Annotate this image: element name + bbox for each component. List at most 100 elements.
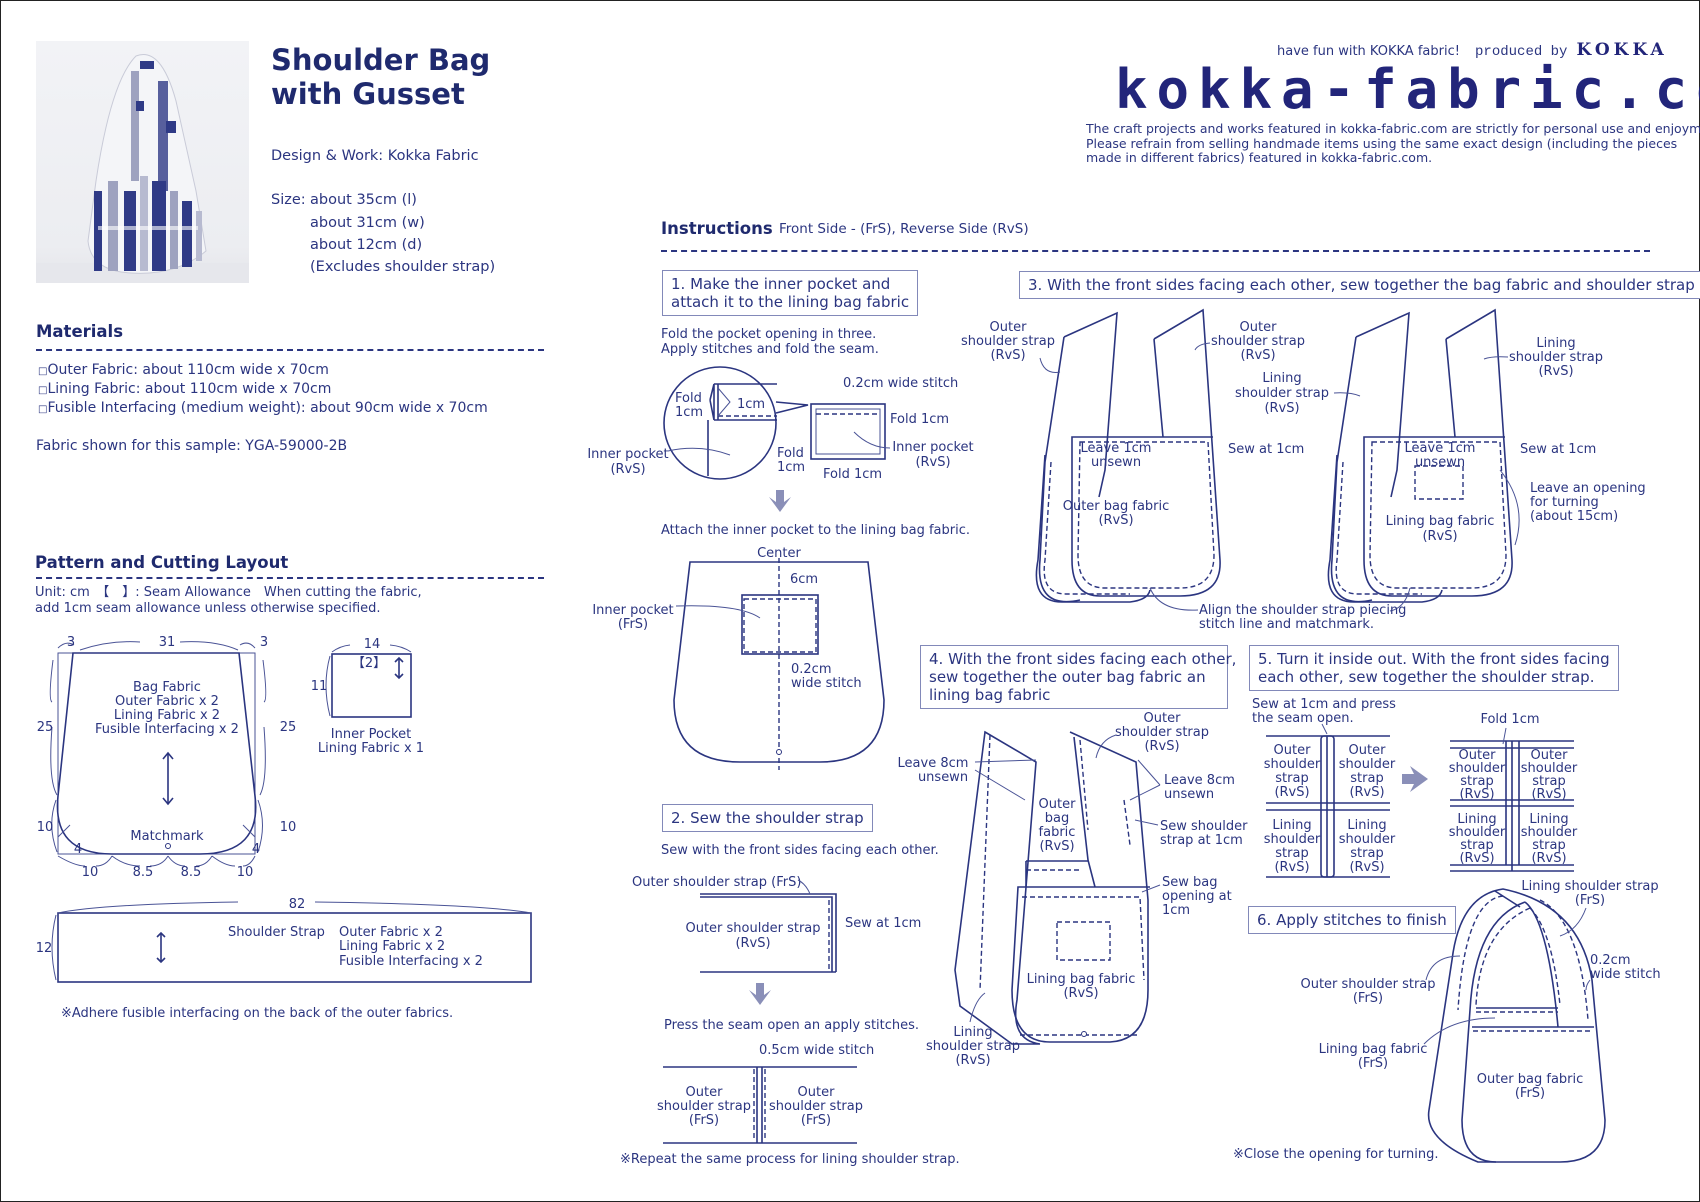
instructions-heading: Instructions	[661, 219, 773, 238]
pocket-label: Inner Pocket	[331, 727, 411, 742]
svg-text:Outer shoulder strap (FrS): Outer shoulder strap (FrS)	[632, 875, 801, 890]
pattern-divider	[36, 577, 544, 579]
instructions-legend: Front Side - (FrS), Reverse Side (RvS)	[779, 221, 1029, 237]
step3-lining-labels: Lining shoulder strap (RvS) Lining shoul…	[1235, 336, 1646, 546]
svg-text:(FrS): (FrS)	[1575, 893, 1605, 908]
strap-label: Fusible Interfacing x 2	[339, 954, 483, 969]
svg-text:Outer: Outer	[1459, 748, 1497, 763]
svg-text:Leave 8cm: Leave 8cm	[1164, 773, 1235, 788]
svg-text:shoulder: shoulder	[1339, 832, 1396, 847]
step1-note: Fold the pocket opening in three. Apply …	[661, 327, 879, 357]
strap-name: Shoulder Strap	[228, 925, 325, 940]
svg-text:Outer: Outer	[1240, 320, 1278, 335]
svg-text:shoulder: shoulder	[1264, 832, 1321, 847]
bag-piece-label: Outer Fabric x 2	[115, 694, 219, 709]
svg-text:Outer: Outer	[798, 1085, 836, 1100]
svg-text:strap: strap	[1350, 771, 1383, 786]
svg-text:(RvS): (RvS)	[1063, 986, 1098, 1001]
svg-text:Fold 1cm: Fold 1cm	[1480, 712, 1539, 727]
material-item: □Outer Fabric: about 110cm wide x 70cm	[38, 362, 329, 378]
size-label: Size:	[271, 192, 306, 208]
matchmark-dot	[165, 843, 171, 849]
svg-text:Sew at 1cm: Sew at 1cm	[1520, 442, 1596, 457]
step6-footnote: ※Close the opening for turning.	[1233, 1147, 1439, 1162]
svg-text:Outer: Outer	[1531, 748, 1569, 763]
step4-labels: Leave 8cm unsewn Outer shoulder strap (R…	[898, 711, 1249, 1068]
svg-text:(RvS): (RvS)	[955, 1053, 990, 1068]
pocket-height: 11	[311, 679, 328, 694]
dim-curve-left: 10	[37, 820, 54, 835]
matchmark-label: Matchmark	[130, 829, 204, 844]
svg-text:(RvS): (RvS)	[1422, 529, 1457, 544]
svg-text:shoulder strap: shoulder strap	[657, 1099, 751, 1114]
svg-text:(RvS): (RvS)	[1349, 860, 1384, 875]
svg-text:Outer: Outer	[990, 320, 1028, 335]
step1-title-line2: attach it to the lining bag fabric	[671, 293, 910, 311]
step2-sew-diagram: Outer shoulder strap (FrS) Outer shoulde…	[632, 875, 921, 973]
svg-text:(FrS): (FrS)	[801, 1113, 831, 1128]
strap-length: 82	[289, 897, 306, 912]
align-note: Align the shoulder strap piecing	[1199, 603, 1406, 618]
step3-outer-labels: Outer shoulder strap (RvS) Outer shoulde…	[961, 320, 1305, 528]
step2-title-box: 2. Sew the shoulder strap	[662, 804, 873, 832]
svg-text:unsewn: unsewn	[918, 770, 968, 785]
step6-labels: Lining shoulder strap (FrS) 0.2cm wide s…	[1300, 879, 1660, 1101]
svg-text:(FrS): (FrS)	[1353, 991, 1383, 1006]
dim-bottom-3: 8.5	[181, 865, 202, 880]
svg-text:for turning: for turning	[1530, 495, 1599, 510]
step6-title: 6. Apply stitches to finish	[1257, 911, 1447, 929]
svg-text:shoulder strap: shoulder strap	[1235, 386, 1329, 401]
svg-text:Inner pocket: Inner pocket	[892, 440, 973, 455]
svg-text:(RvS): (RvS)	[915, 455, 950, 470]
dim-top-left: 3	[67, 635, 75, 650]
bag-outline	[56, 652, 257, 855]
svg-text:Outer: Outer	[1349, 743, 1387, 758]
svg-text:Outer: Outer	[1039, 797, 1077, 812]
site-logo[interactable]: kokka-fabric.com	[1115, 58, 1700, 121]
svg-text:Lining: Lining	[1272, 818, 1311, 833]
strap-label: Outer Fabric x 2	[339, 925, 443, 940]
svg-text:Lining shoulder strap: Lining shoulder strap	[1521, 879, 1658, 894]
svg-text:(RvS): (RvS)	[990, 348, 1025, 363]
svg-text:wide stitch: wide stitch	[791, 676, 862, 691]
dim-top-right: 3	[260, 635, 268, 650]
svg-text:6cm: 6cm	[790, 572, 818, 587]
step2-press-note: Press the seam open an apply stitches.	[664, 1018, 920, 1033]
svg-text:strap: strap	[1350, 846, 1383, 861]
svg-text:Outer bag fabric: Outer bag fabric	[1063, 499, 1170, 514]
svg-text:(RvS): (RvS)	[1264, 401, 1299, 416]
svg-text:Outer: Outer	[1144, 711, 1182, 726]
bag-photo	[36, 41, 249, 283]
produced-by: produced by	[1475, 44, 1568, 60]
kokka-brand-name: KOKKA	[1576, 40, 1668, 60]
right-arrow-icon	[1402, 766, 1428, 792]
disclaimer-line3: made in different fabrics) featured in k…	[1086, 150, 1433, 165]
svg-text:fabric: fabric	[1039, 825, 1076, 840]
step3-outer-diagram: Outer shoulder strap (RvS) Outer shoulde…	[961, 308, 1305, 603]
svg-text:(RvS): (RvS)	[1459, 851, 1494, 866]
svg-text:(RvS): (RvS)	[1531, 787, 1566, 802]
svg-text:shoulder: shoulder	[1339, 757, 1396, 772]
step2-footnote: ※Repeat the same process for lining shou…	[620, 1152, 960, 1167]
svg-text:Lining bag fabric: Lining bag fabric	[1319, 1042, 1428, 1057]
svg-text:strap: strap	[1460, 774, 1493, 789]
svg-text:Outer: Outer	[1274, 743, 1312, 758]
step2-press-diagram: 0.5cm wide stitch Outer shoulder strap (…	[657, 1043, 874, 1144]
step6-diagram: Lining shoulder strap (FrS) 0.2cm wide s…	[1300, 879, 1661, 1163]
svg-text:shoulder: shoulder	[1521, 761, 1578, 776]
svg-text:shoulder: shoulder	[1449, 825, 1506, 840]
step1-fold-diagram: Fold 1cm 1cm Inner pocket (RvS) 0.2cm wi…	[587, 366, 974, 482]
svg-text:(FrS): (FrS)	[689, 1113, 719, 1128]
size-note: (Excludes shoulder strap)	[310, 259, 496, 275]
tagline: have fun with KOKKA fabric!	[1277, 44, 1460, 59]
svg-text:Lining: Lining	[1529, 812, 1568, 827]
svg-text:Outer shoulder strap: Outer shoulder strap	[1300, 977, 1435, 992]
step1-attach-note: Attach the inner pocket to the lining ba…	[661, 523, 971, 538]
svg-text:strap: strap	[1460, 838, 1493, 853]
step5-left-labels: Outer shoulder strap (RvS) Outer shoulde…	[1264, 743, 1396, 875]
pocket-folded	[810, 403, 886, 460]
dim-side-right: 25	[280, 720, 297, 735]
fabric-sample: Fabric shown for this sample: YGA-59000-…	[36, 438, 348, 454]
svg-text:0.5cm wide stitch: 0.5cm wide stitch	[759, 1043, 874, 1058]
